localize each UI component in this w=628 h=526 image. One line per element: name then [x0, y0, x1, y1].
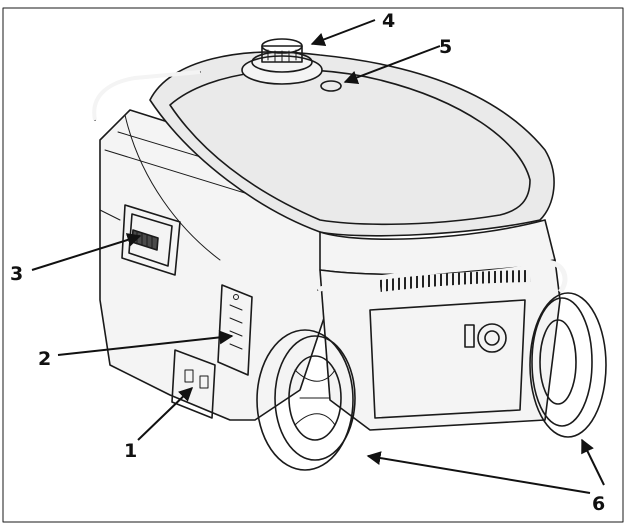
leader-3 [31, 233, 142, 271]
carry-handle [92, 70, 568, 294]
leader-2 [57, 330, 234, 356]
fuel-gauge [320, 80, 342, 92]
generator-body [99, 51, 561, 431]
lower-access-panel [171, 349, 216, 419]
front-grille [369, 299, 526, 419]
callout-labels: 4 5 3 2 1 6 [10, 10, 605, 515]
callout-3: 3 [10, 263, 23, 285]
fuel-cap [241, 38, 323, 85]
leader-6a [366, 451, 591, 494]
callout-1: 1 [124, 440, 137, 462]
leader-4 [310, 19, 376, 47]
callout-4: 4 [382, 10, 395, 32]
callout-5: 5 [439, 36, 452, 58]
leader-6b [581, 438, 605, 486]
figure-border [2, 7, 624, 523]
leader-5 [343, 45, 441, 85]
callout-2: 2 [38, 348, 51, 370]
callout-leaders [31, 19, 605, 494]
leader-1 [137, 387, 194, 441]
wheel-right [529, 292, 607, 438]
callout-6: 6 [592, 493, 605, 515]
wheel-left [256, 329, 356, 471]
